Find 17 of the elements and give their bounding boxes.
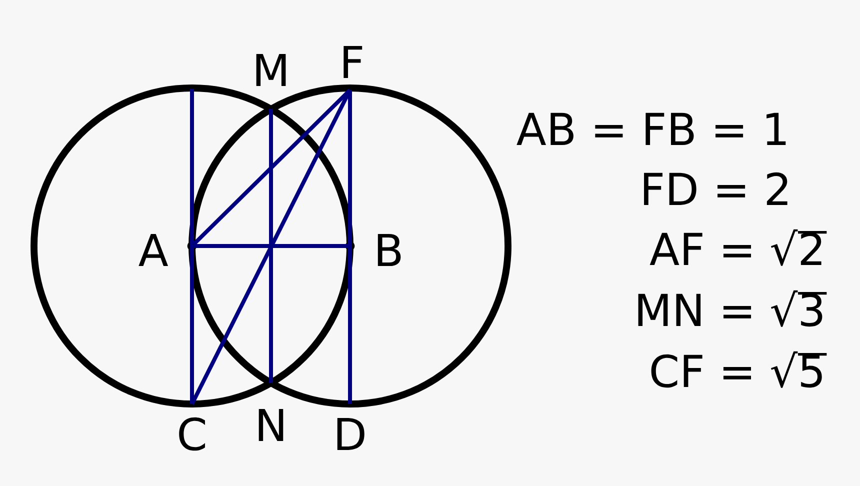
point-label: F [344,46,362,78]
line-segment [269,109,273,383]
line-segment [348,90,352,404]
equation: FD = 2 [644,172,788,205]
equation: AF = √2 [650,229,827,266]
equation: MN = √3 [638,290,827,327]
line-segment [192,244,350,248]
equation: CF = √5 [651,351,827,388]
point-label: C [179,417,205,451]
point-label: D [337,418,364,450]
line-segment [190,89,194,404]
point-label: M [256,54,286,86]
point-label: N [258,408,284,442]
equation: AB = FB = 1 [516,112,786,145]
point-label: A [138,234,168,266]
point-label: B [378,234,401,266]
line-segment [190,89,352,405]
